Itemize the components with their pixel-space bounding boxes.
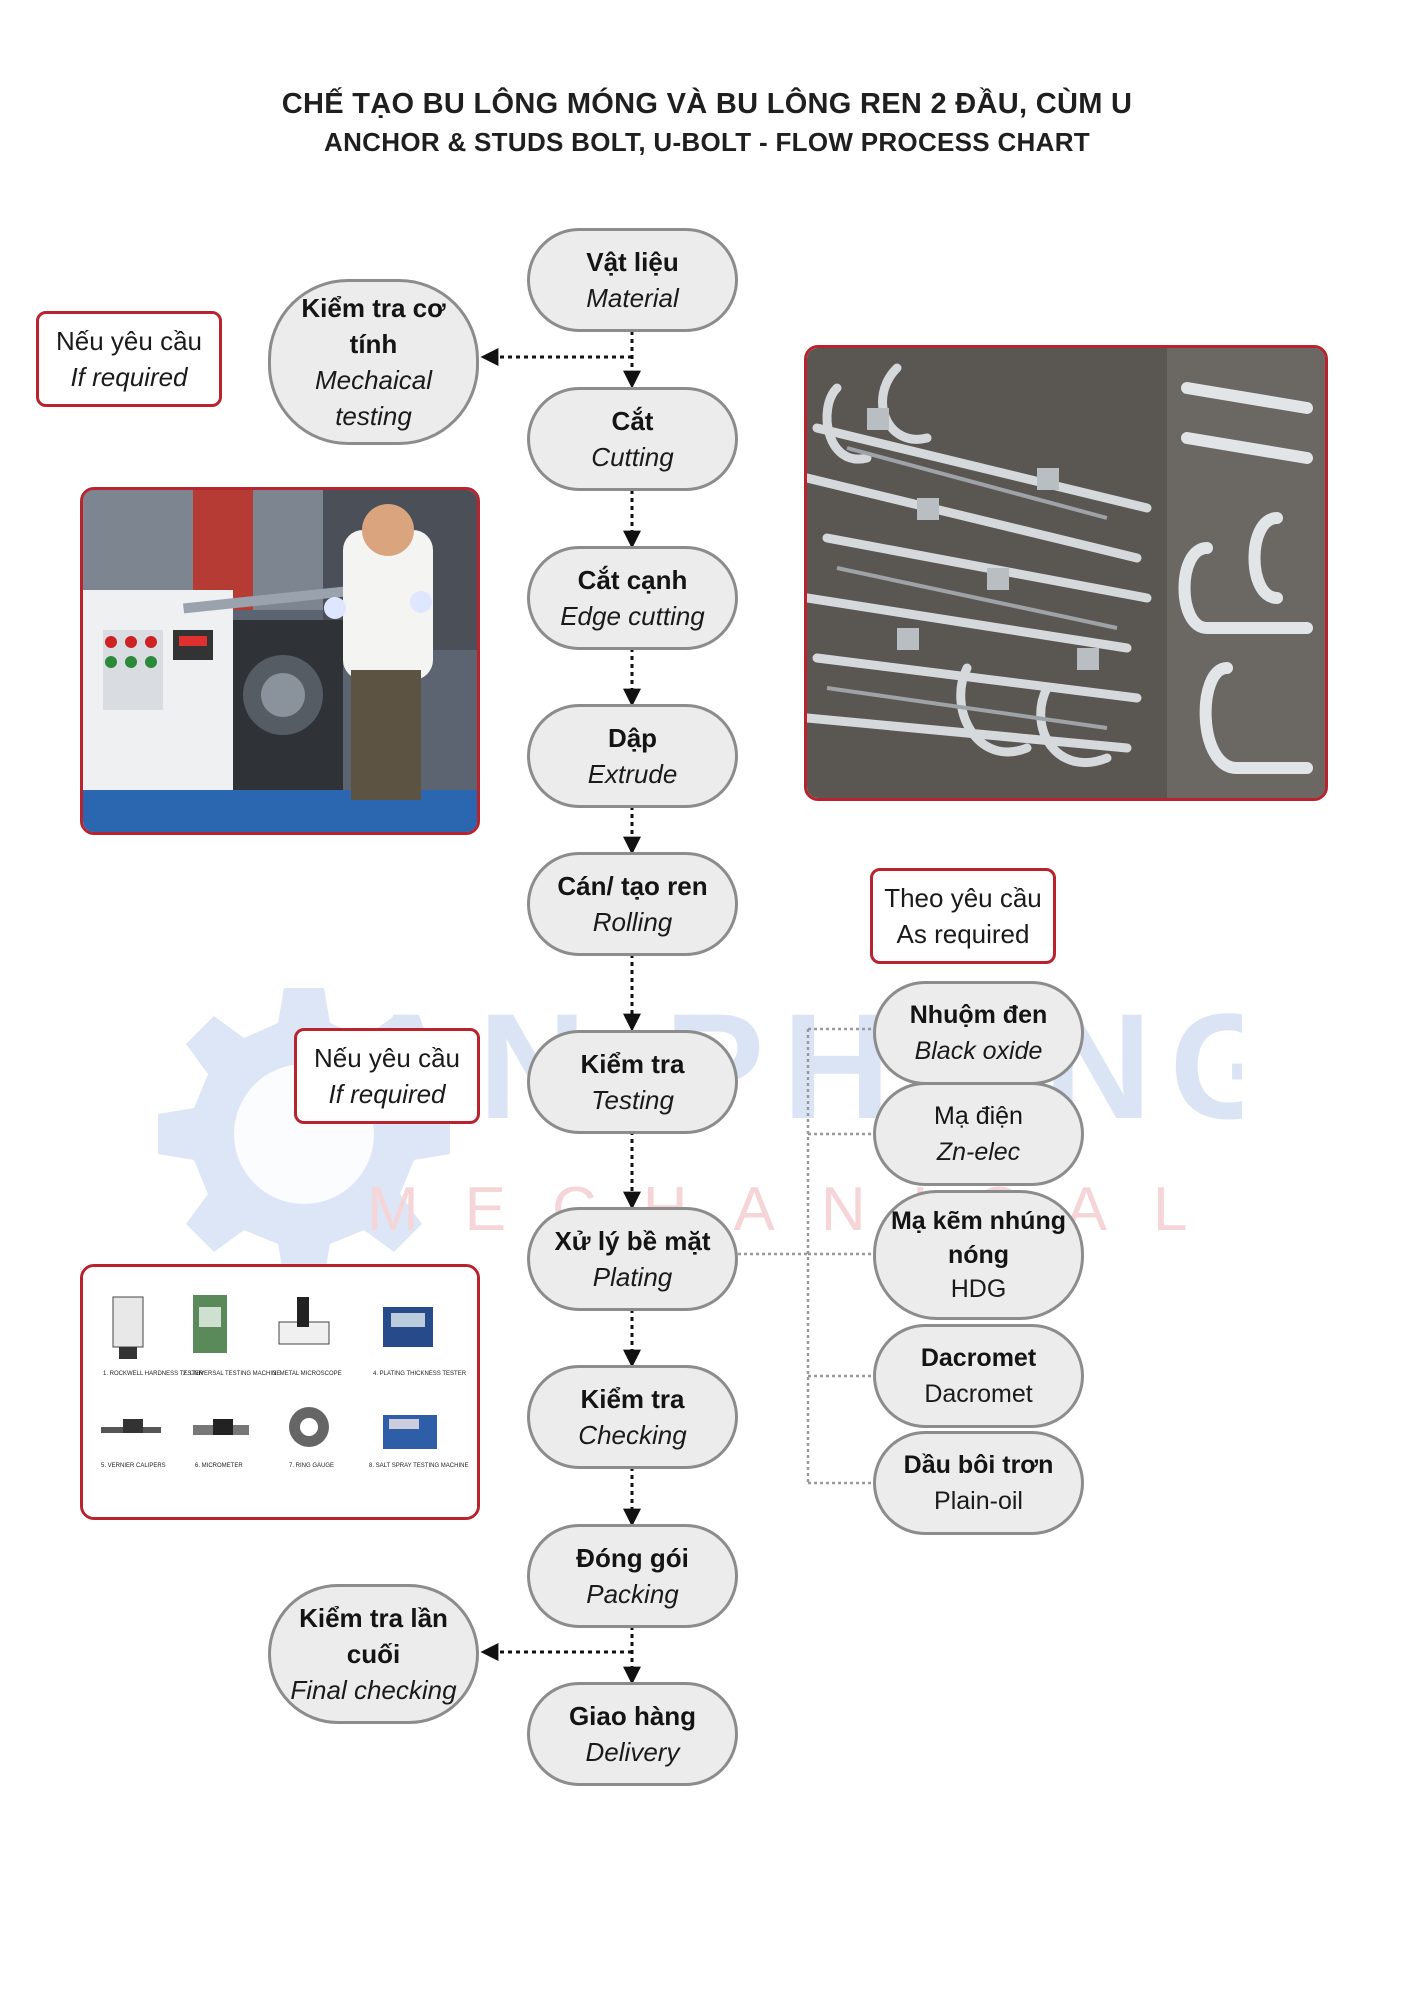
final-checking-node: Kiểm tra lần cuối Final checking xyxy=(268,1584,479,1724)
note-en: If required xyxy=(328,1079,446,1109)
note-if-required-middle: Nếu yêu cầu If required xyxy=(294,1028,480,1124)
note-vi: Nếu yêu cầu xyxy=(56,326,202,356)
note-if-required-top: Nếu yêu cầu If required xyxy=(36,311,222,407)
step-label-en: Plating xyxy=(592,1262,673,1292)
step-label-vi: Dập xyxy=(607,723,658,753)
bolts-image xyxy=(807,348,1325,798)
option-en: Zn-elec xyxy=(936,1138,1021,1166)
step-label-vi: Giao hàng xyxy=(568,1701,697,1731)
option-vi: Dacromet xyxy=(920,1344,1037,1372)
chart-title: CHẾ TẠO BU LÔNG MÓNG VÀ BU LÔNG REN 2 ĐẦ… xyxy=(281,88,1133,120)
equipment-image: 1. ROCKWELL HARDNESS TESTER 2. UNIVERSAL… xyxy=(83,1267,477,1517)
equipment-label: 2. UNIVERSAL TESTING MACHINE xyxy=(183,1371,280,1377)
vernier-calipers-icon xyxy=(101,1419,161,1433)
plating-option-dacromet: Dacromet Dacromet xyxy=(873,1324,1084,1428)
step-material: Vật liệu Material xyxy=(527,228,738,332)
step-label-en: Testing xyxy=(591,1085,674,1115)
note-en: If required xyxy=(70,362,188,392)
step-label-en: Delivery xyxy=(585,1737,680,1767)
step-label-en: Packing xyxy=(586,1579,679,1609)
step-extrude: Dập Extrude xyxy=(527,704,738,808)
option-en: Black oxide xyxy=(914,1037,1043,1065)
plating-option-hdg: Mạ kẽm nhúng nóng HDG xyxy=(873,1190,1084,1320)
step-label-en: Edge cutting xyxy=(560,601,705,631)
thickness-tester-icon xyxy=(383,1307,433,1347)
option-en: Dacromet xyxy=(924,1380,1033,1408)
universal-testing-machine-icon xyxy=(193,1295,227,1353)
step-label-en: Checking xyxy=(578,1420,687,1450)
worker-machine-image xyxy=(83,490,477,832)
plating-option-plain-oil: Dầu bôi trơn Plain-oil xyxy=(873,1431,1084,1535)
step-label-en: Material xyxy=(586,283,679,313)
rockwell-tester-icon xyxy=(112,1296,144,1359)
option-en: HDG xyxy=(950,1275,1007,1303)
step-checking: Kiểm tra Checking xyxy=(527,1365,738,1469)
step-plating: Xử lý bề mặt Plating xyxy=(527,1207,738,1311)
step-testing: Kiểm tra Testing xyxy=(527,1030,738,1134)
ring-gauge-icon xyxy=(289,1407,329,1447)
mechanical-testing-en: Mechaical testing xyxy=(314,365,433,431)
option-vi: Dầu bôi trơn xyxy=(903,1451,1054,1479)
step-label-en: Rolling xyxy=(592,907,673,937)
microscope-icon xyxy=(278,1297,330,1345)
note-vi: Theo yêu cầu xyxy=(884,883,1042,913)
note-en: As required xyxy=(896,919,1030,949)
equipment-label: 6. MICROMETER xyxy=(195,1463,243,1469)
plating-option-zn-elec: Mạ điện Zn-elec xyxy=(873,1082,1084,1186)
option-vi: Mạ kẽm nhúng nóng xyxy=(890,1207,1066,1269)
step-label-vi: Vật liệu xyxy=(586,247,679,277)
step-edge-cutting: Cắt cạnh Edge cutting xyxy=(527,546,738,650)
micrometer-icon xyxy=(193,1419,249,1435)
bolts-photo xyxy=(804,345,1328,801)
option-en: Plain-oil xyxy=(934,1487,1023,1515)
equipment-label: 1. ROCKWELL HARDNESS TESTER xyxy=(103,1371,204,1377)
chart-subtitle: ANCHOR & STUDS BOLT, U-BOLT - FLOW PROCE… xyxy=(324,127,1090,157)
step-label-vi: Cắt cạnh xyxy=(577,565,688,595)
step-label-vi: Xử lý bề mặt xyxy=(554,1226,711,1256)
equipment-label: 5. VERNIER CALIPERS xyxy=(101,1463,166,1469)
worker-photo xyxy=(80,487,480,835)
equipment-label: 7. RING GAUGE xyxy=(289,1463,334,1469)
salt-spray-machine-icon xyxy=(383,1415,437,1449)
step-label-vi: Cán/ tạo ren xyxy=(557,871,708,901)
equipment-panel: 1. ROCKWELL HARDNESS TESTER 2. UNIVERSAL… xyxy=(80,1264,480,1520)
final-checking-en: Final checking xyxy=(290,1675,457,1705)
equipment-label: 8. SALT SPRAY TESTING MACHINE xyxy=(369,1463,468,1469)
step-cutting: Cắt Cutting xyxy=(527,387,738,491)
step-label-vi: Đóng gói xyxy=(576,1543,689,1573)
note-as-required: Theo yêu cầu As required xyxy=(870,868,1056,964)
step-label-vi: Kiểm tra xyxy=(580,1384,685,1414)
final-checking-vi: Kiểm tra lần cuối xyxy=(299,1603,448,1669)
step-label-vi: Cắt xyxy=(611,406,654,436)
step-label-vi: Kiểm tra xyxy=(580,1049,685,1079)
mechanical-testing-node: Kiểm tra cơ tính Mechaical testing xyxy=(268,279,479,445)
equipment-label: 3. METAL MICROSCOPE xyxy=(273,1371,342,1377)
note-vi: Nếu yêu cầu xyxy=(314,1043,460,1073)
plating-branch xyxy=(738,1027,873,1485)
step-packing: Đóng gói Packing xyxy=(527,1524,738,1628)
step-delivery: Giao hàng Delivery xyxy=(527,1682,738,1786)
step-label-en: Extrude xyxy=(587,759,678,789)
step-label-en: Cutting xyxy=(591,442,674,472)
option-vi: Mạ điện xyxy=(934,1102,1023,1130)
option-vi: Nhuộm đen xyxy=(909,1001,1048,1029)
plating-option-black-oxide: Nhuộm đen Black oxide xyxy=(873,981,1084,1085)
step-rolling: Cán/ tạo ren Rolling xyxy=(527,852,738,956)
mechanical-testing-vi: Kiểm tra cơ tính xyxy=(301,293,446,359)
equipment-label: 4. PLATING THICKNESS TESTER xyxy=(373,1371,467,1377)
